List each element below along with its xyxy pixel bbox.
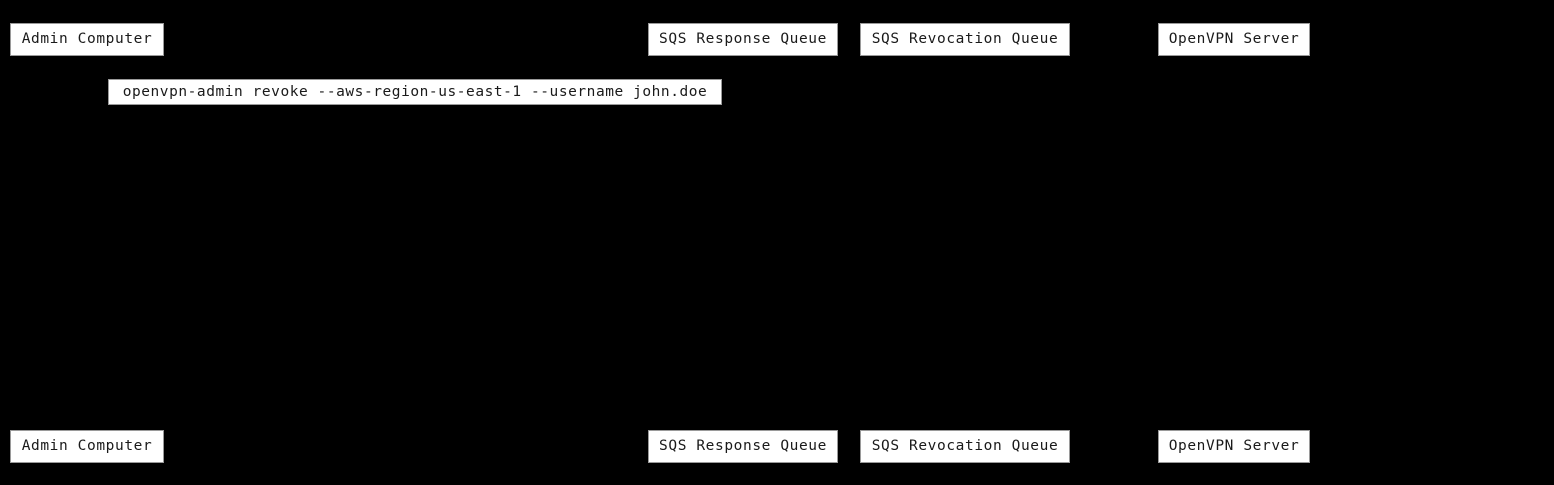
participant-footer-sqs-revocation-queue[interactable]: SQS Revocation Queue	[860, 430, 1070, 463]
revoke-command-text: openvpn-admin revoke --aws-region-us-eas…	[122, 83, 708, 100]
participant-footer-openvpn-server-label: OpenVPN Server	[1168, 438, 1300, 455]
lifeline-sqs-revocation-queue	[965, 56, 966, 430]
participant-header-admin-computer[interactable]: Admin Computer	[10, 23, 164, 56]
participant-footer-sqs-response-queue-label: SQS Response Queue	[659, 438, 827, 455]
participant-footer-openvpn-server[interactable]: OpenVPN Server	[1158, 430, 1310, 463]
participant-header-sqs-revocation-queue-label: SQS Revocation Queue	[871, 31, 1059, 48]
participant-footer-sqs-revocation-queue-label: SQS Revocation Queue	[871, 438, 1059, 455]
participant-footer-admin-computer[interactable]: Admin Computer	[10, 430, 164, 463]
lifeline-sqs-response-queue	[743, 56, 744, 430]
participant-header-sqs-revocation-queue[interactable]: SQS Revocation Queue	[860, 23, 1070, 56]
lifeline-openvpn-server	[1234, 56, 1235, 430]
participant-header-admin-computer-label: Admin Computer	[21, 31, 153, 48]
participant-footer-admin-computer-label: Admin Computer	[21, 438, 153, 455]
participant-footer-sqs-response-queue[interactable]: SQS Response Queue	[648, 430, 838, 463]
participant-header-openvpn-server-label: OpenVPN Server	[1168, 31, 1300, 48]
participant-header-openvpn-server[interactable]: OpenVPN Server	[1158, 23, 1310, 56]
participant-header-sqs-response-queue[interactable]: SQS Response Queue	[648, 23, 838, 56]
participant-header-sqs-response-queue-label: SQS Response Queue	[659, 31, 827, 48]
lifeline-admin-computer	[87, 56, 88, 430]
message-label-revoke-command[interactable]: openvpn-admin revoke --aws-region-us-eas…	[108, 79, 722, 105]
